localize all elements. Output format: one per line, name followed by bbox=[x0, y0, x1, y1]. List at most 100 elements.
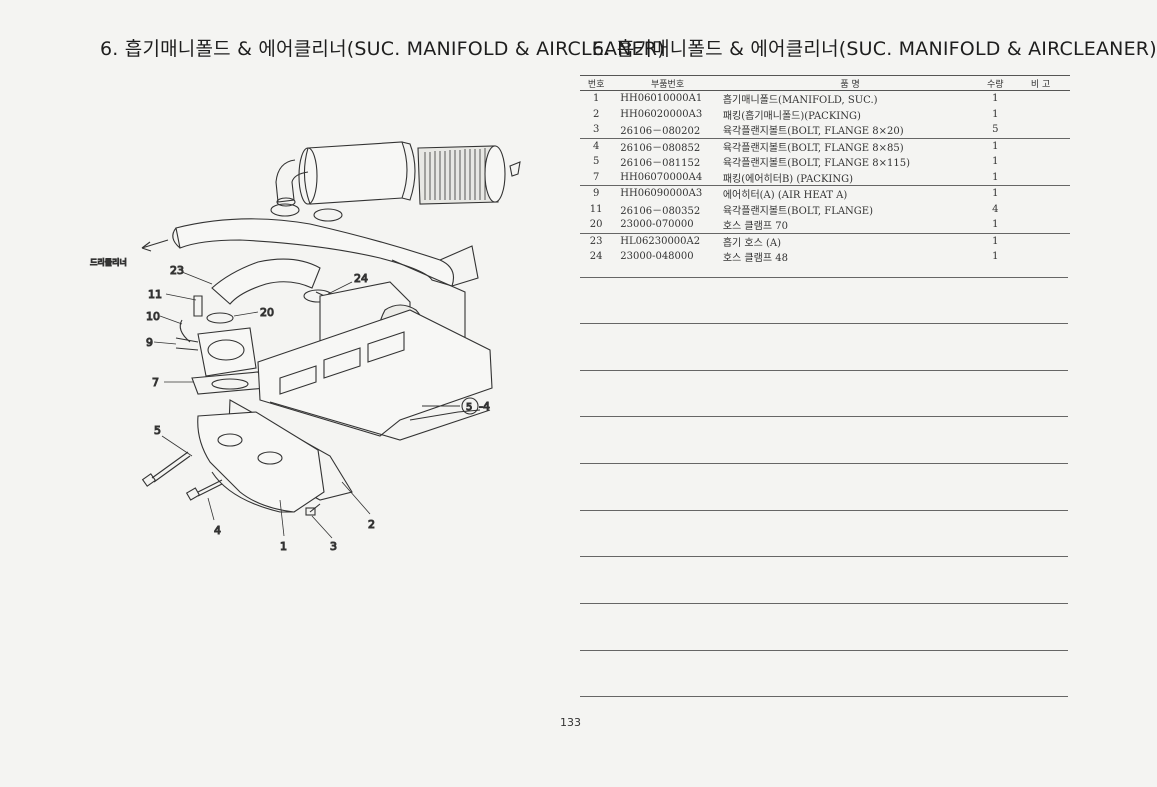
row-part-number: 23000-070000 bbox=[612, 217, 717, 234]
row-remarks bbox=[1011, 217, 1070, 234]
table-rule bbox=[580, 650, 1068, 651]
row-part-number: HH06020000A3 bbox=[620, 108, 703, 120]
air-heater bbox=[197, 327, 257, 377]
row-remarks bbox=[1011, 138, 1070, 154]
table-rule bbox=[580, 463, 1068, 464]
row-no: 5 bbox=[592, 156, 600, 168]
callout-4: 4 bbox=[214, 524, 221, 537]
callout-9: 9 bbox=[146, 336, 153, 349]
row-quantity: 5 bbox=[979, 122, 1012, 139]
header-part-number: 부품번호 bbox=[612, 75, 717, 91]
callout-2: 2 bbox=[368, 518, 375, 531]
table-rule bbox=[580, 556, 1068, 557]
table-row: 20 23000-070000 호스 클램프 70 1 bbox=[580, 217, 1070, 234]
row-remarks bbox=[1011, 186, 1070, 202]
row-part-number: 26106－080202 bbox=[612, 122, 717, 139]
callout-20: 20 bbox=[260, 306, 274, 319]
cylinder-head bbox=[257, 309, 493, 437]
table-rule bbox=[580, 277, 1068, 278]
table-row: 4 26106－080852 육각플랜지볼트(BOLT, FLANGE 8×85… bbox=[580, 138, 1070, 154]
row-part-name: 패킹(흡기매니폴드)(PACKING) bbox=[722, 110, 861, 122]
air-cleaner-element bbox=[417, 145, 499, 205]
row-quantity: 1 bbox=[992, 251, 999, 263]
row-part-name: 육각플랜지볼트(BOLT, FLANGE 8×85) bbox=[722, 142, 904, 154]
table-rule bbox=[580, 510, 1068, 511]
table-row: 24 23000-048000 호스 클램프 48 1 bbox=[580, 249, 1070, 265]
exploded-parts-diagram: 드리클리너 bbox=[80, 120, 550, 570]
row-no: 7 bbox=[580, 169, 613, 186]
row-no: 4 bbox=[592, 140, 600, 152]
callout-3: 3 bbox=[330, 540, 337, 553]
callout-23: 23 bbox=[170, 264, 184, 277]
row-remarks bbox=[1011, 202, 1070, 218]
intake-hose-a bbox=[211, 258, 321, 305]
row-part-name: 흡기매니폴드(MANIFOLD, SUC.) bbox=[722, 95, 878, 107]
table-row: 2 HH06020000A3 패킹(흡기매니폴드)(PACKING) 1 bbox=[580, 107, 1070, 123]
table-header-row: 번호 부품번호 품 명 수량 비 고 bbox=[580, 75, 1070, 91]
row-part-name: 호스 클램프 70 bbox=[716, 217, 980, 234]
row-remarks bbox=[1011, 249, 1070, 265]
air-cleaner-label: 드리클리너 bbox=[90, 257, 127, 267]
row-quantity: 1 bbox=[992, 108, 999, 120]
callout-24: 24 bbox=[354, 272, 368, 285]
row-quantity: 1 bbox=[992, 235, 999, 247]
table-rule bbox=[580, 370, 1068, 371]
row-part-name: 흡기 호스 (A) bbox=[722, 237, 782, 249]
row-part-name: 육각플랜지볼트(BOLT, FLANGE 8×115) bbox=[722, 158, 911, 170]
row-remarks bbox=[1011, 154, 1070, 170]
callout-11: 11 bbox=[148, 288, 162, 301]
row-part-name: 패킹(에어히터B) (PACKING) bbox=[716, 169, 980, 186]
row-part-number: HH06070000A4 bbox=[612, 169, 717, 186]
table-rule bbox=[580, 696, 1068, 697]
table-rule bbox=[580, 323, 1068, 324]
table-row: 5 26106－081152 육각플랜지볼트(BOLT, FLANGE 8×11… bbox=[580, 154, 1070, 170]
row-part-name: 에어히터(A) (AIR HEAT A) bbox=[722, 190, 848, 202]
row-part-number: 23000-048000 bbox=[620, 251, 694, 263]
row-no: 2 bbox=[592, 108, 600, 120]
row-part-number: HH06010000A1 bbox=[620, 93, 703, 105]
row-no: 1 bbox=[592, 93, 600, 105]
callout-7: 7 bbox=[152, 376, 159, 389]
row-part-name: 호스 클램프 48 bbox=[722, 253, 788, 265]
row-quantity: 1 bbox=[992, 93, 999, 105]
row-part-name: 육각플랜지볼트(BOLT, FLANGE) bbox=[722, 205, 874, 217]
row-remarks bbox=[1011, 91, 1070, 107]
callout-5: 5 bbox=[154, 424, 161, 437]
callout-5-4-circle: 5 bbox=[466, 402, 472, 413]
table-row: 7 HH06070000A4 패킹(에어히터B) (PACKING) 1 bbox=[580, 169, 1070, 186]
table-row: 9 HH06090000A3 에어히터(A) (AIR HEAT A) 1 bbox=[580, 186, 1070, 202]
row-quantity: 1 bbox=[992, 156, 999, 168]
callout-1: 1 bbox=[280, 540, 287, 553]
callout-10: 10 bbox=[146, 310, 160, 323]
table-row: 23 HL06230000A2 흡기 호스 (A) 1 bbox=[580, 233, 1070, 249]
row-part-name: 육각플랜지볼트(BOLT, FLANGE 8×20) bbox=[716, 122, 980, 139]
row-quantity: 1 bbox=[992, 188, 999, 200]
row-remarks bbox=[1011, 233, 1070, 249]
air-cleaner-housing bbox=[303, 141, 408, 205]
parts-list-table: 번호 부품번호 품 명 수량 비 고 1 HH06010000A1 흡기매니폴드… bbox=[580, 75, 1070, 265]
header-quantity: 수량 bbox=[979, 75, 1012, 91]
row-remarks bbox=[1011, 122, 1070, 139]
row-part-number: 26106－081152 bbox=[620, 158, 701, 170]
row-quantity: 1 bbox=[992, 140, 999, 152]
page-title-right: 6. 흡기매니폴드 & 에어클리너(SUC. MANIFOLD & AIRCLE… bbox=[592, 38, 1157, 60]
table-row: 3 26106－080202 육각플랜지볼트(BOLT, FLANGE 8×20… bbox=[580, 122, 1070, 139]
row-quantity: 4 bbox=[992, 203, 999, 215]
row-remarks bbox=[1011, 107, 1070, 123]
row-no: 3 bbox=[580, 122, 613, 139]
row-no: 11 bbox=[589, 203, 603, 215]
header-part-name: 품 명 bbox=[716, 75, 980, 91]
air-heater-packing bbox=[191, 371, 267, 395]
header-remarks: 비 고 bbox=[1011, 75, 1070, 91]
row-part-number: 26106－080852 bbox=[620, 142, 701, 154]
row-part-number: HL06230000A2 bbox=[620, 235, 701, 247]
row-remarks bbox=[1011, 169, 1070, 186]
table-rule bbox=[580, 603, 1068, 604]
row-part-number: HH06090000A3 bbox=[620, 188, 703, 200]
row-no: 24 bbox=[589, 251, 603, 263]
table-row: 1 HH06010000A1 흡기매니폴드(MANIFOLD, SUC.) 1 bbox=[580, 91, 1070, 107]
page-title-left: 6. 흡기매니폴드 & 에어클리너(SUC. MANIFOLD & AIRCLE… bbox=[100, 38, 665, 60]
row-no: 20 bbox=[580, 217, 613, 234]
table-row: 11 26106－080352 육각플랜지볼트(BOLT, FLANGE) 4 bbox=[580, 202, 1070, 218]
header-no: 번호 bbox=[580, 75, 613, 91]
